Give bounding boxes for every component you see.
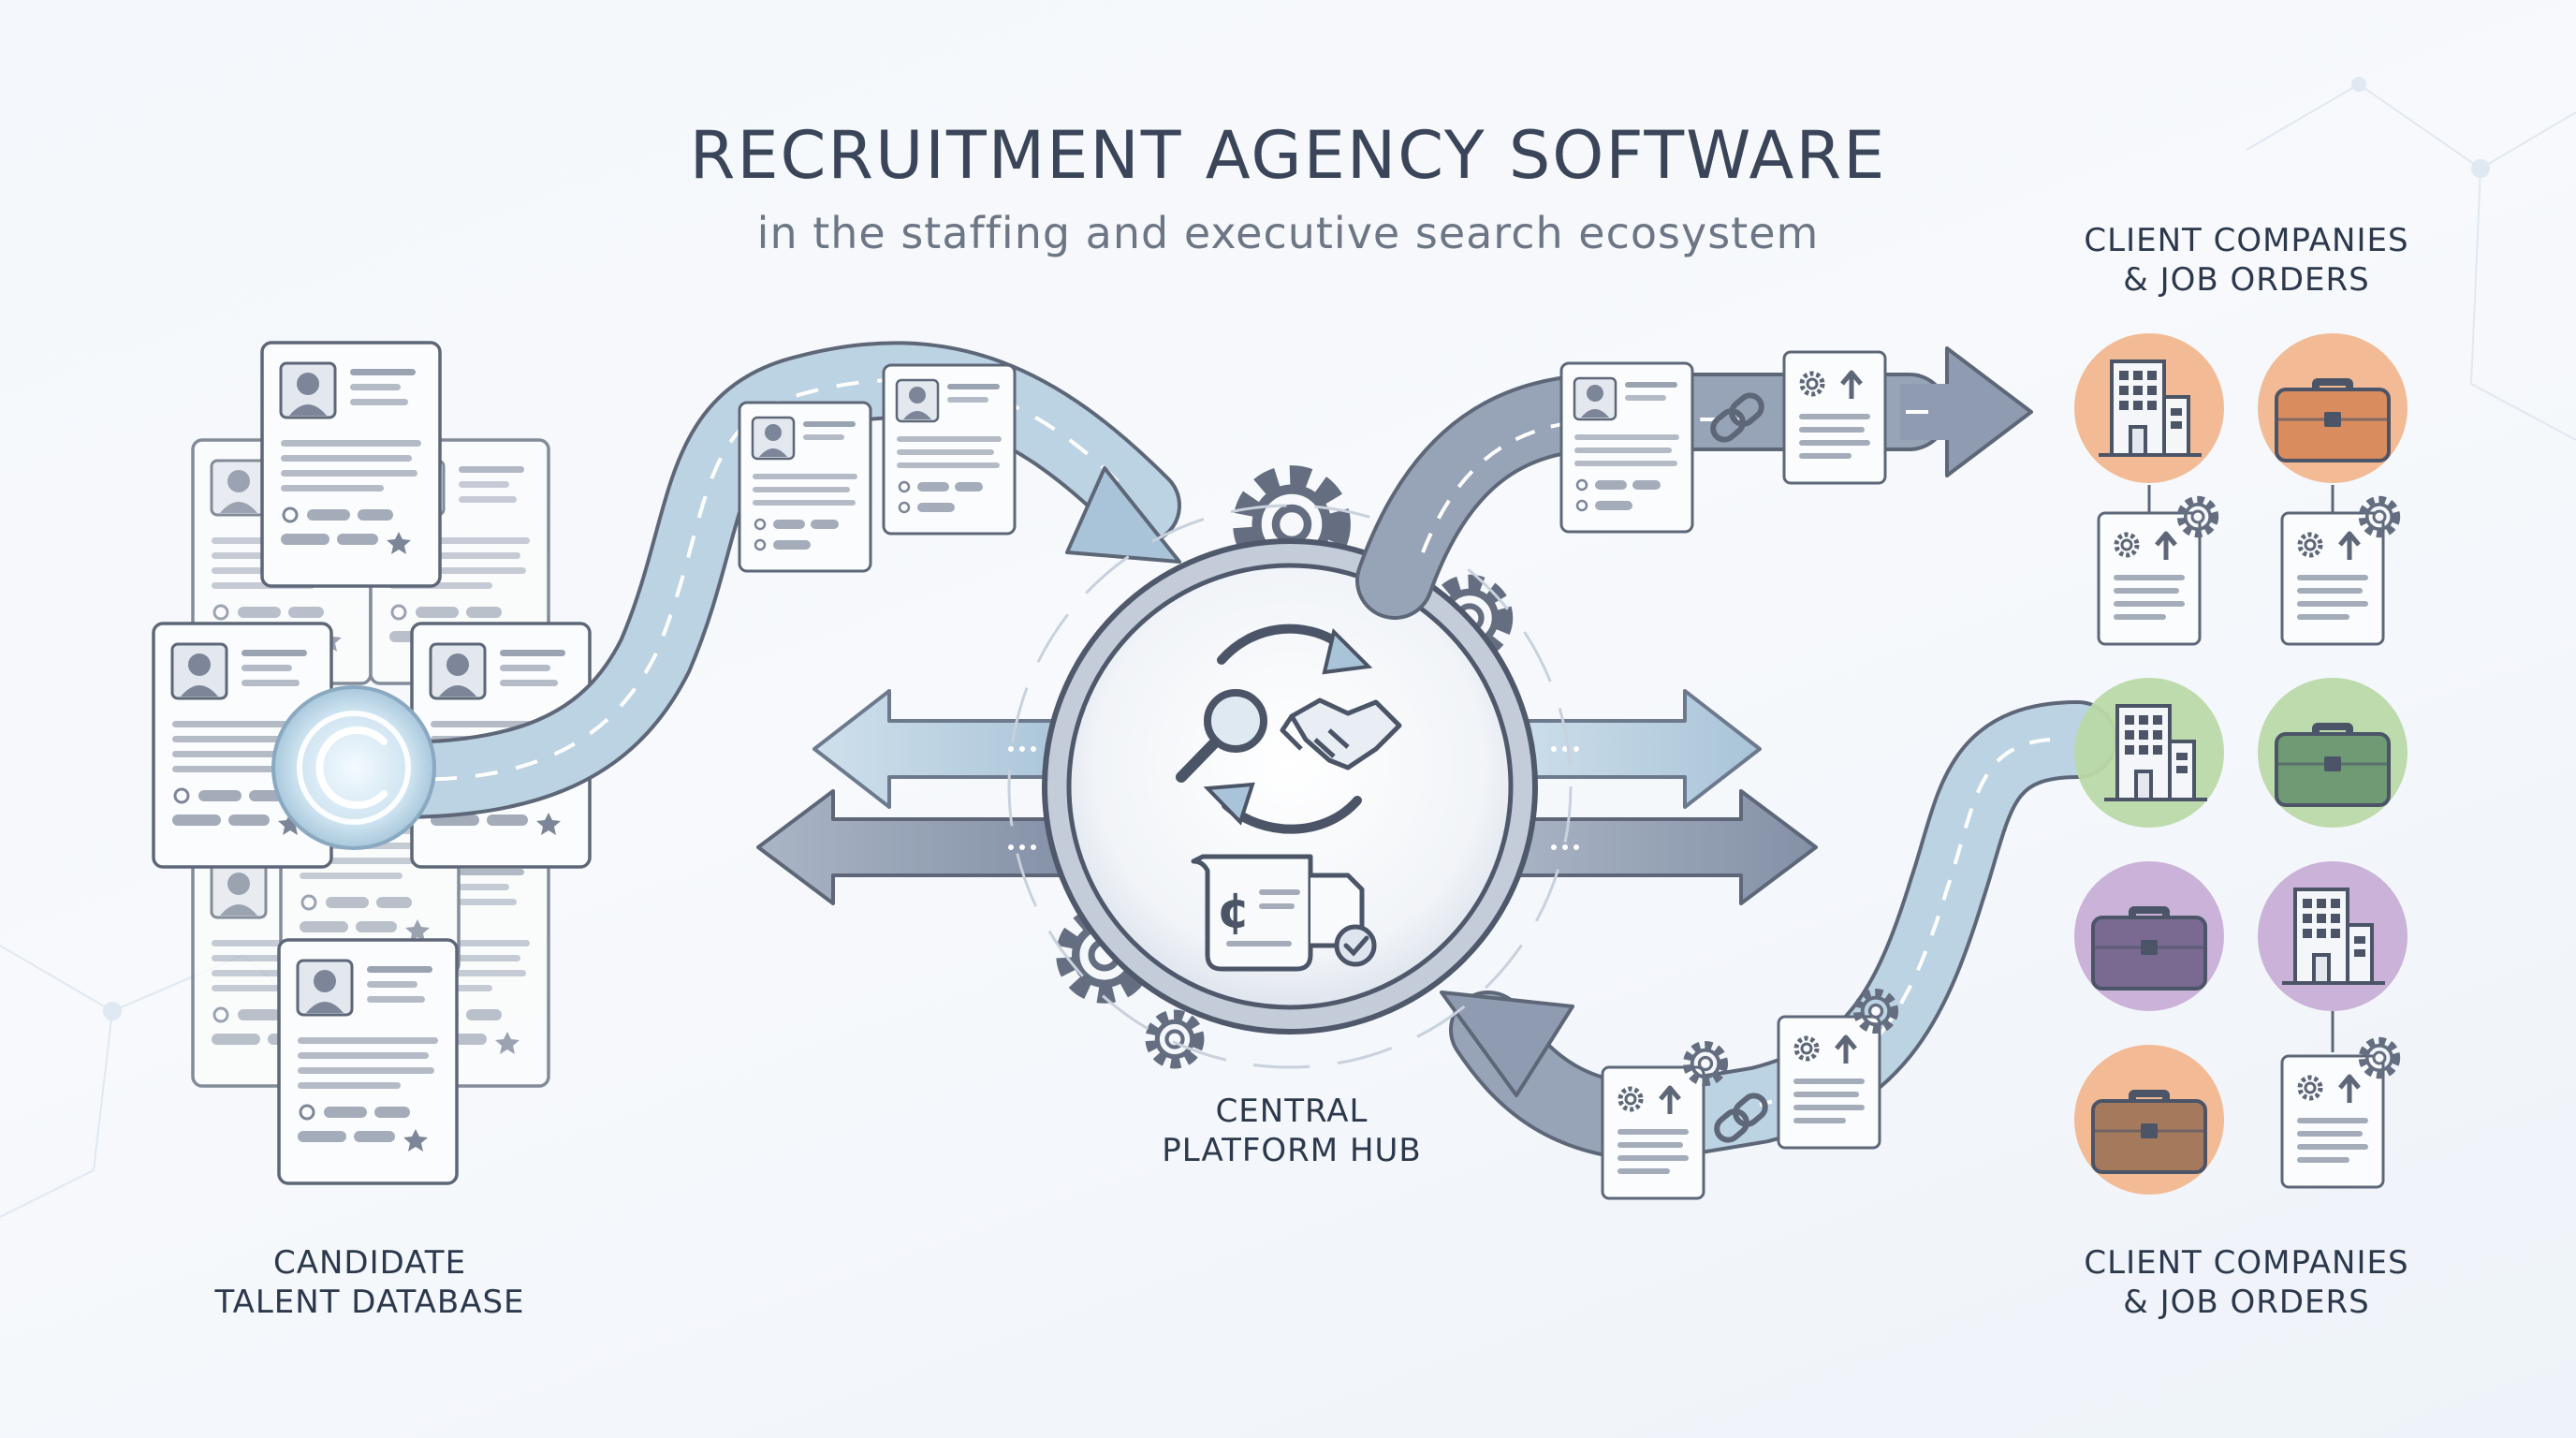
briefcase-icon xyxy=(2091,1088,2207,1174)
gear-icon xyxy=(2363,1041,2396,1075)
gear-icon xyxy=(2363,500,2396,534)
central-platform-hub: ¢ xyxy=(1007,504,1573,1069)
briefcase-icon xyxy=(2275,376,2391,462)
job-order-flow-path xyxy=(1355,346,2033,620)
page-subtitle: in the staffing and executive search eco… xyxy=(756,208,1820,258)
portal-connector xyxy=(271,685,436,850)
briefcase-icon xyxy=(2091,904,2207,990)
resume-card xyxy=(260,341,442,588)
candidate-profile-card xyxy=(1559,361,1694,534)
job-order-document xyxy=(1784,352,1885,483)
job-order-document xyxy=(1603,1067,1704,1198)
gear-icon xyxy=(2181,500,2215,534)
handshake-icon xyxy=(1280,697,1402,770)
central-hub-label: CENTRAL PLATFORM HUB xyxy=(1162,1093,1422,1169)
magnifier-icon xyxy=(1176,689,1267,783)
candidate-database-label: CANDIDATE TALENT DATABASE xyxy=(214,1244,525,1321)
checkmark-icon xyxy=(1334,924,1377,967)
candidate-profile-card xyxy=(882,363,1017,536)
briefcase-icon xyxy=(2275,721,2391,807)
job-order-document xyxy=(2282,1056,2383,1187)
client-companies-label-top: CLIENT COMPANIES & JOB ORDERS xyxy=(2084,222,2409,299)
gear-icon xyxy=(1688,1046,1724,1082)
page-title: RECRUITMENT AGENCY SOFTWARE xyxy=(689,117,1887,194)
client-companies-label-bottom: CLIENT COMPANIES & JOB ORDERS xyxy=(2084,1244,2409,1321)
candidate-profile-card xyxy=(738,401,872,573)
job-order-document xyxy=(1778,1017,1880,1148)
resume-card xyxy=(277,938,459,1185)
svg-text:¢: ¢ xyxy=(1217,883,1251,939)
gear-icon xyxy=(1151,1016,1199,1064)
client-companies xyxy=(2074,333,2408,1195)
data-exchange-arrows xyxy=(756,689,1818,905)
